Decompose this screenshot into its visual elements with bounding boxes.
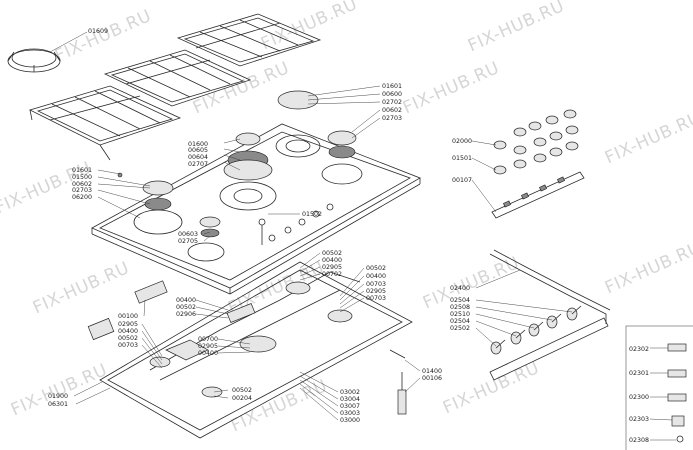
callout-label: 02702 xyxy=(382,99,402,106)
callout-label: 00204 xyxy=(232,395,252,402)
callout-label: 00702 xyxy=(322,271,342,278)
callout-label: 00400 xyxy=(176,297,196,304)
knobs-illustration xyxy=(491,109,585,219)
callout-label: 01609 xyxy=(88,28,108,35)
callout-label: 02905 xyxy=(118,321,138,328)
callout-label: 00703 xyxy=(366,281,386,288)
cooktop-illustration xyxy=(91,90,421,295)
callout-label: 00400 xyxy=(198,350,218,357)
callout-label: 00600 xyxy=(382,91,402,98)
callout-label: 00703 xyxy=(366,295,386,302)
callout-label: 03004 xyxy=(340,396,360,403)
leader-lines xyxy=(49,31,676,441)
callout-label: 03003 xyxy=(340,410,360,417)
callout-label: 00107 xyxy=(452,177,472,184)
callout-label: 00703 xyxy=(118,342,138,349)
callout-label: 01500 xyxy=(72,174,92,181)
callout-label: 00502 xyxy=(232,387,252,394)
callout-label: 02308 xyxy=(629,437,649,444)
callout-label: 01600 xyxy=(188,141,208,148)
callout-label: 00400 xyxy=(366,273,386,280)
callout-label: 02301 xyxy=(629,370,649,377)
callout-label: 01502 xyxy=(302,211,322,218)
callout-label: 00604 xyxy=(188,154,208,161)
callout-label: 00502 xyxy=(322,250,342,257)
callout-label: 02705 xyxy=(178,238,198,245)
callout-label: 01400 xyxy=(422,368,442,375)
callout-label: 03002 xyxy=(340,389,360,396)
callout-labels: 01609 01601 00600 02702 00602 02703 0160… xyxy=(48,28,649,444)
callout-label: 00605 xyxy=(188,147,208,154)
callout-label: 02302 xyxy=(629,346,649,353)
callout-label: 02504 xyxy=(450,297,470,304)
callout-label: 00106 xyxy=(422,375,442,382)
callout-label: 00502 xyxy=(176,304,196,311)
callout-label: 02504 xyxy=(450,318,470,325)
callout-label: 00400 xyxy=(118,328,138,335)
callout-label: 02906 xyxy=(176,311,196,318)
callout-label: 01601 xyxy=(382,83,402,90)
manifold-illustration xyxy=(489,249,611,381)
callout-label: 00400 xyxy=(322,257,342,264)
callout-label: 00502 xyxy=(118,335,138,342)
callout-label: 02000 xyxy=(452,138,472,145)
callout-label: 01601 xyxy=(72,167,92,174)
pan-grid-illustration xyxy=(28,13,322,161)
callout-label: 02707 xyxy=(188,161,208,168)
callout-label: 00602 xyxy=(72,181,92,188)
callout-label: 01501 xyxy=(452,155,472,162)
callout-label: 02510 xyxy=(450,311,470,318)
housing-illustration xyxy=(87,261,413,439)
callout-label: 02703 xyxy=(382,115,402,122)
callout-label: 02508 xyxy=(450,304,470,311)
callout-label: 02300 xyxy=(629,394,649,401)
callout-label: 02905 xyxy=(366,288,386,295)
callout-label: 02502 xyxy=(450,325,470,332)
callout-label: 02303 xyxy=(629,416,649,423)
callout-label: 02905 xyxy=(322,264,342,271)
nozzle-box xyxy=(625,325,693,450)
callout-label: 00603 xyxy=(178,231,198,238)
callout-label: 00700 xyxy=(198,336,218,343)
callout-label: 01900 xyxy=(48,393,68,400)
callout-label: 02703 xyxy=(72,187,92,194)
callout-label: 06200 xyxy=(72,194,92,201)
wok-ring-illustration xyxy=(7,48,61,73)
callout-label: 00602 xyxy=(382,107,402,114)
callout-label: 02400 xyxy=(450,285,470,292)
callout-label: 00502 xyxy=(366,265,386,272)
callout-label: 06301 xyxy=(48,401,68,408)
callout-label: 02905 xyxy=(198,343,218,350)
callout-label: 03000 xyxy=(340,417,360,424)
callout-label: 03007 xyxy=(340,403,360,410)
callout-label: 00100 xyxy=(118,313,138,320)
